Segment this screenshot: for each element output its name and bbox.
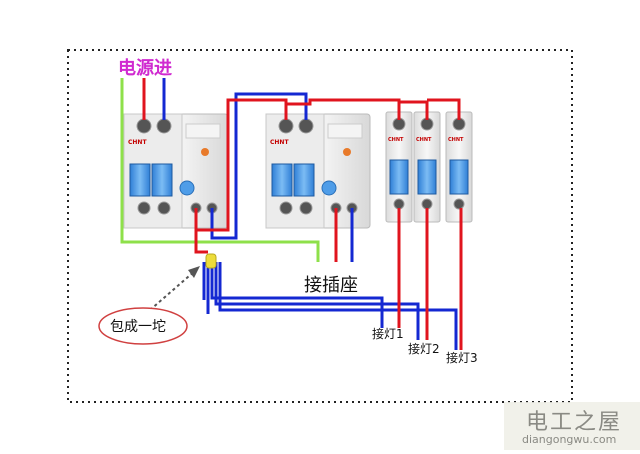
socket-label: 接插座 <box>304 275 358 296</box>
terminal-screw <box>393 198 405 210</box>
toggle-handle <box>293 163 315 197</box>
watermark-url: diangongwu.com <box>522 433 617 446</box>
terminal-screw <box>157 201 171 215</box>
brand-mark: CHNT <box>128 139 147 146</box>
indicator-light <box>343 148 351 156</box>
toggle-handle <box>271 163 293 197</box>
main-neutral-feed-wire <box>210 92 308 240</box>
toggle-handle <box>151 163 173 197</box>
test-button <box>179 180 195 196</box>
brand-mark: CHNT <box>388 137 404 143</box>
toggle-handle <box>417 159 437 195</box>
brand-mark: CHNT <box>448 137 464 143</box>
light-breaker-2: CHNT <box>413 111 441 223</box>
light-2-label: 接灯2 <box>408 342 440 356</box>
indicator-light <box>201 148 209 156</box>
light-breaker-1: CHNT <box>385 111 413 223</box>
callout-arrow <box>149 269 197 311</box>
test-button <box>321 180 337 196</box>
terminal-screw <box>298 118 314 134</box>
socket-breaker: CHNT <box>265 113 371 229</box>
power-in-label: 电源进 <box>118 58 172 79</box>
light1-neutral-wire <box>210 262 384 328</box>
enclosure-border <box>67 49 573 403</box>
bundle-label: 包成一坨 <box>110 319 166 335</box>
brand-mark: CHNT <box>270 139 289 146</box>
terminal-screw <box>137 201 151 215</box>
light2-neutral-wire <box>214 262 420 340</box>
terminal-screw <box>453 198 465 210</box>
terminal-screw <box>136 118 152 134</box>
main-breaker: CHNT <box>123 113 229 229</box>
terminal-screw <box>156 118 172 134</box>
callout-bubble <box>98 307 188 345</box>
terminal-screw <box>279 201 293 215</box>
live-bus-wire <box>399 100 429 120</box>
light-breaker-3: CHNT <box>445 111 473 223</box>
terminal-screw <box>421 198 433 210</box>
terminal-screw <box>278 118 294 134</box>
watermark: 电工之屋 diangongwu.com <box>504 402 640 450</box>
wire-connector <box>205 253 217 269</box>
callout-arrowhead <box>188 266 200 278</box>
terminal-screw <box>299 201 313 215</box>
toggle-handle <box>389 159 409 195</box>
live-bus-wire <box>427 98 461 120</box>
brand-mark: CHNT <box>416 137 432 143</box>
light3-neutral-wire <box>218 262 458 350</box>
light-1-label: 接灯1 <box>372 327 404 341</box>
light-3-label: 接灯3 <box>446 351 478 365</box>
toggle-handle <box>449 159 469 195</box>
watermark-title: 电工之屋 <box>526 410 623 435</box>
earth-wire <box>120 78 320 262</box>
toggle-handle <box>129 163 151 197</box>
